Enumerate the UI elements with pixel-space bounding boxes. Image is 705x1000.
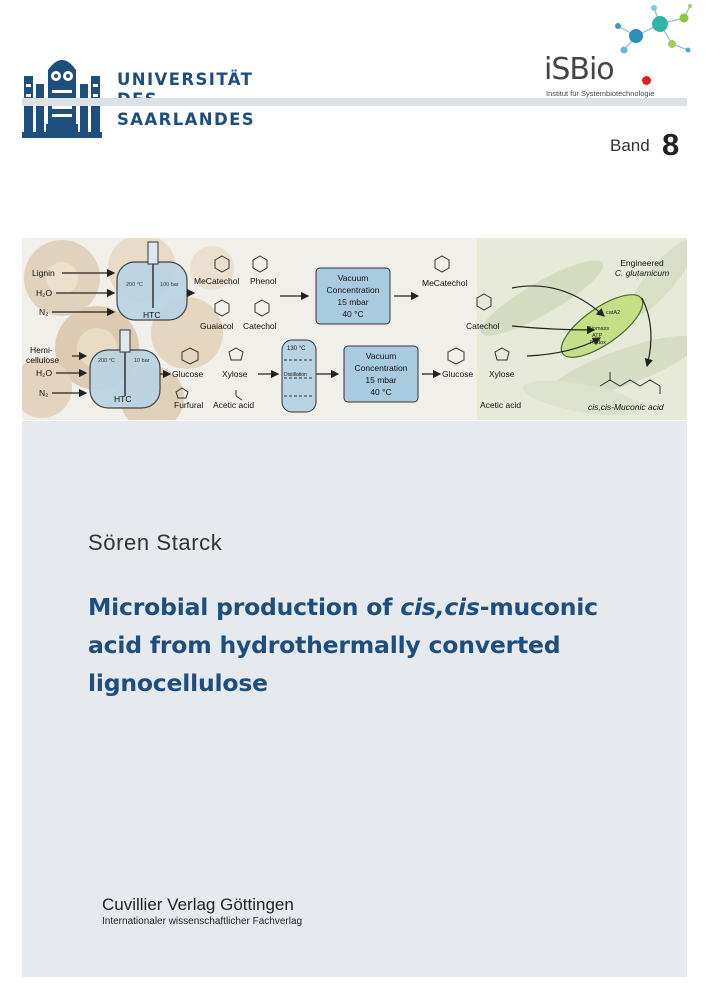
input-hemicellulose-1: Hemi- xyxy=(30,345,53,355)
publisher-name: Cuvillier Verlag Göttingen xyxy=(102,895,294,914)
reactor-bottom-temp: 200 °C xyxy=(98,358,115,364)
distillation-temp: 130 °C xyxy=(287,346,306,352)
input-hemicellulose-2: cellulose xyxy=(26,355,59,365)
molecule-rings-bottom xyxy=(175,347,244,401)
vacuum-box-bottom: Vacuum Concentration 15 mbar 40 °C xyxy=(343,345,419,403)
product-furfural: Furfural xyxy=(174,400,203,410)
header-rule xyxy=(22,98,687,106)
vacuum-top-line1: Vacuum xyxy=(338,273,369,283)
book-title-part2: -muconic acid from hydrothermally conver… xyxy=(88,593,598,697)
reactor-bottom-pressure: 10 bar xyxy=(134,358,150,364)
input-water-top: H₂O xyxy=(36,288,52,298)
publisher-subtitle: Internationaler wissenschaftlicher Fachv… xyxy=(102,916,303,927)
input-nitrogen-top: N₂ xyxy=(39,307,48,317)
product-phenol: Phenol xyxy=(250,276,277,286)
organism-line2: C. glutamicum xyxy=(615,268,669,278)
product-muconic-acid: cis,cis-Muconic acid xyxy=(588,402,664,412)
university-name-line3: SAARLANDES xyxy=(117,110,256,129)
reactor-bottom: 200 °C 10 bar HTC xyxy=(89,329,161,409)
cell-line-redox: Redox xyxy=(590,340,606,346)
after-mecatechol: MeCatechol xyxy=(422,278,467,288)
product-xylose: Xylose xyxy=(222,369,248,379)
after-acetic-acid: Acetic acid xyxy=(480,400,521,410)
distillation-label: Distillation xyxy=(284,372,307,378)
series-band-label: Band xyxy=(610,136,650,155)
cell-gene: catA2 xyxy=(606,310,620,316)
university-name-line1: UNIVERSITÄT xyxy=(117,70,254,89)
reactor-top-pressure: 100 bar xyxy=(160,282,179,288)
isbio-subtitle: Institut für Systembiotechnologie xyxy=(546,89,655,98)
vacuum-top-line3: 15 mbar xyxy=(337,297,368,307)
muconic-acid-structure xyxy=(599,372,661,394)
input-water-bottom: H₂O xyxy=(36,368,52,378)
author-name: Sören Starck xyxy=(88,530,223,555)
isbio-red-dot xyxy=(642,76,651,85)
product-catechol: Catechol xyxy=(243,321,277,331)
reactor-top-temp: 200 °C xyxy=(126,282,143,288)
molecule-rings-after xyxy=(434,255,510,365)
vacuum-box-top: Vacuum Concentration 15 mbar 40 °C xyxy=(315,267,391,325)
series-band-number: 8 xyxy=(662,127,680,162)
book-title-italic: cis,cis xyxy=(400,593,480,621)
process-figure: Lignin H₂O N₂ Hemi- cellulose H₂O N₂ 200… xyxy=(22,238,687,420)
book-title: Microbial production of cis,cis-muconic … xyxy=(88,588,648,702)
cell-line-biomass: Biomass xyxy=(588,326,609,332)
reactor-top-label: HTC xyxy=(143,310,160,320)
reactor-bottom-label: HTC xyxy=(114,394,131,404)
university-name: UNIVERSITÄT DES SAARLANDES xyxy=(117,70,255,130)
vacuum-bottom-line3: 15 mbar xyxy=(365,375,396,385)
after-xylose: Xylose xyxy=(489,369,515,379)
distillation-column: 130 °C Distillation xyxy=(281,339,317,413)
cell-line-atp: ATP xyxy=(592,333,603,339)
after-glucose: Glucose xyxy=(442,369,473,379)
product-acetic-acid: Acetic acid xyxy=(213,400,254,410)
vacuum-bottom-line1: Vacuum xyxy=(366,351,397,361)
molecule-rings-top xyxy=(214,255,270,317)
isbio-network-icon xyxy=(615,4,692,54)
book-title-part1: Microbial production of xyxy=(88,593,401,621)
university-crest-logo xyxy=(22,60,102,138)
cover-lower-panel xyxy=(22,421,687,977)
input-lignin: Lignin xyxy=(32,268,55,278)
vacuum-bottom-line2: Concentration xyxy=(355,363,408,373)
product-mecatechol: MeCatechol xyxy=(194,276,239,286)
isbio-logo-wordmark: iSBio xyxy=(544,52,615,87)
vacuum-top-line4: 40 °C xyxy=(342,309,363,319)
vacuum-bottom-line4: 40 °C xyxy=(370,387,391,397)
after-catechol: Catechol xyxy=(466,321,500,331)
product-guaiacol: Guaiacol xyxy=(200,321,234,331)
reactor-top: 200 °C 100 bar HTC xyxy=(116,241,188,321)
product-glucose: Glucose xyxy=(172,369,203,379)
organism-line1: Engineered xyxy=(620,258,664,268)
vacuum-top-line2: Concentration xyxy=(327,285,380,295)
input-nitrogen-bottom: N₂ xyxy=(39,388,48,398)
